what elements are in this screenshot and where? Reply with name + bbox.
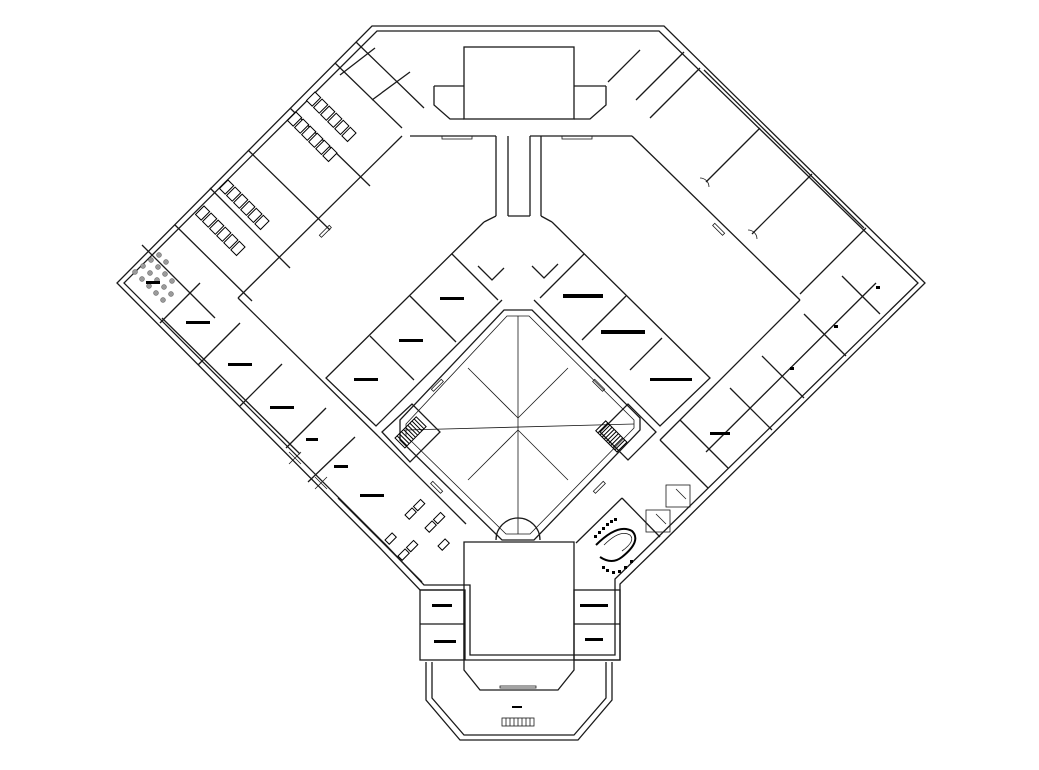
north-porch-left	[433, 86, 464, 120]
atrium-arc	[495, 517, 541, 541]
southwest-wing	[159, 282, 467, 583]
central-atrium	[399, 309, 641, 541]
room-tag	[334, 465, 348, 468]
outer-wall	[116, 25, 926, 661]
sw-office-desks	[384, 498, 451, 561]
west-stair	[381, 403, 441, 463]
inner-wall-offset	[123, 30, 919, 656]
nw-corridor-line	[237, 135, 403, 299]
south-hall	[463, 541, 575, 691]
north-lobby	[463, 46, 575, 120]
window-marks	[318, 135, 726, 494]
north-entrance	[433, 46, 607, 120]
north-porch-right	[574, 86, 607, 120]
se-reception-counter	[575, 497, 661, 574]
building-outline	[116, 25, 926, 661]
ne-corridor-line	[631, 135, 801, 301]
northeast-wing	[607, 49, 867, 301]
northwest-wing	[174, 41, 632, 302]
room-tag	[186, 321, 210, 324]
southeast-wing	[645, 275, 881, 533]
room-tag	[360, 494, 384, 497]
west-corner-seating	[132, 244, 216, 319]
u-counter	[595, 527, 637, 562]
room-tag	[228, 363, 252, 366]
south-entrance	[419, 541, 621, 741]
room-tag	[270, 406, 294, 409]
central-block	[325, 136, 711, 427]
nw-classroom-desks	[194, 91, 357, 257]
east-stair	[595, 403, 657, 461]
room-tag	[306, 438, 318, 441]
